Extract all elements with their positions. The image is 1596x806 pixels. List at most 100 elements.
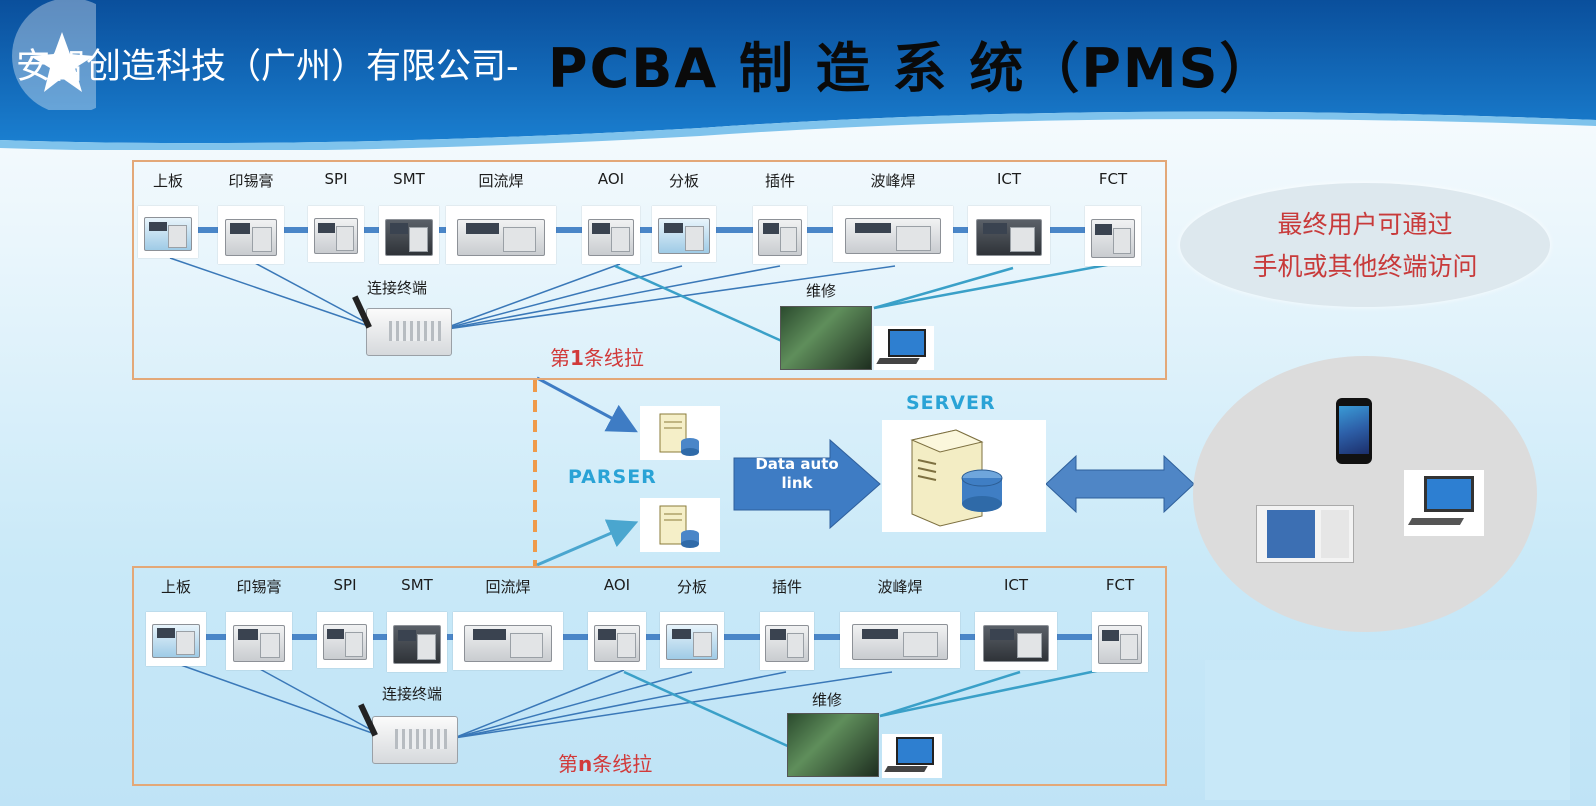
stage-machine bbox=[146, 612, 206, 666]
conveyor-segment bbox=[814, 634, 840, 640]
line1-wiring bbox=[169, 257, 896, 331]
page-title: PCBA 制 造 系 统（PMS） bbox=[548, 37, 1276, 100]
stage-label: 波峰焊 bbox=[870, 172, 916, 190]
conveyor-segment bbox=[206, 634, 226, 640]
stage-machine bbox=[582, 206, 640, 264]
stage-machine bbox=[379, 206, 439, 264]
conveyor-segment bbox=[447, 634, 453, 640]
linen-title: 第n条线拉 bbox=[558, 752, 653, 776]
arrow-linen-to-parser bbox=[536, 519, 639, 567]
server bbox=[882, 420, 1046, 532]
server-label: SERVER bbox=[906, 392, 996, 414]
background-patch bbox=[1205, 660, 1570, 800]
end-user-text-1: 最终用户可通过 bbox=[1277, 210, 1453, 239]
conveyor-segment bbox=[563, 634, 588, 640]
stage-label: ICT bbox=[1003, 576, 1029, 594]
stage-label: 上板 bbox=[160, 578, 192, 596]
line1-gateway-icon bbox=[352, 295, 452, 356]
conveyor-segment bbox=[960, 634, 975, 640]
conveyor-segment bbox=[439, 227, 446, 233]
stage-machine bbox=[660, 612, 724, 668]
stage-machine bbox=[652, 206, 716, 262]
linen-repair-photo bbox=[787, 713, 879, 777]
stage-label: SMT bbox=[401, 576, 433, 594]
stage-label: ICT bbox=[996, 170, 1022, 188]
linen-gateway-icon bbox=[358, 703, 458, 764]
server-icon bbox=[910, 429, 1003, 527]
conveyor-segment bbox=[640, 227, 652, 233]
stage-machine bbox=[833, 206, 953, 262]
stage-label: 分板 bbox=[676, 578, 708, 596]
stage-machine bbox=[138, 206, 198, 258]
stage-machine bbox=[1085, 206, 1141, 266]
banner-background bbox=[0, 0, 1596, 150]
parser-server-2 bbox=[640, 498, 720, 552]
conveyor-segment bbox=[556, 227, 582, 233]
line1-terminal-label: 连接终端 bbox=[367, 279, 428, 297]
production-line-n bbox=[132, 566, 1167, 786]
stage-machine bbox=[760, 612, 814, 670]
conveyor-segment bbox=[807, 227, 833, 233]
stage-machine bbox=[218, 206, 284, 264]
stage-machine bbox=[588, 612, 646, 670]
parser-server-icon bbox=[659, 413, 699, 456]
linen-repair-label: 维修 bbox=[812, 691, 843, 709]
stage-label: 波峰焊 bbox=[877, 578, 923, 596]
stage-label: 回流焊 bbox=[485, 578, 531, 596]
stage-machine bbox=[975, 612, 1057, 670]
conveyor-segment bbox=[716, 227, 753, 233]
stage-machine bbox=[968, 206, 1050, 264]
conveyor-segment bbox=[198, 227, 218, 233]
stage-label: AOI bbox=[597, 170, 625, 188]
conveyor-segment bbox=[1050, 227, 1085, 233]
linen-repair-wiring bbox=[623, 664, 1121, 750]
line1-repair-label: 维修 bbox=[806, 282, 837, 300]
stage-machine bbox=[753, 206, 807, 264]
stage-label: 插件 bbox=[771, 578, 803, 596]
stage-machine bbox=[308, 206, 364, 262]
stage-machine bbox=[446, 206, 556, 264]
line1-title: 第1条线拉 bbox=[550, 346, 644, 370]
parser-server-1 bbox=[640, 406, 720, 460]
end-user-bubble bbox=[1180, 183, 1550, 307]
linen-repair-pc-icon bbox=[882, 734, 942, 778]
stage-label: 印锡膏 bbox=[236, 578, 282, 596]
stage-machine bbox=[1092, 612, 1148, 672]
stage-machine bbox=[453, 612, 563, 670]
production-line-1 bbox=[132, 160, 1167, 380]
conveyor-segment bbox=[646, 634, 660, 640]
linen-terminal-label: 连接终端 bbox=[382, 685, 443, 703]
stage-machine bbox=[226, 612, 292, 670]
line1-repair-wiring bbox=[614, 262, 1113, 344]
conveyor-segment bbox=[953, 227, 968, 233]
line1-repair-pc-icon bbox=[874, 326, 934, 370]
stage-label: 上板 bbox=[152, 172, 184, 190]
conveyor-segment bbox=[364, 227, 379, 233]
stage-label: 回流焊 bbox=[478, 172, 524, 190]
stage-label: AOI bbox=[603, 576, 631, 594]
parser-label: PARSER bbox=[568, 466, 657, 488]
stage-label: 插件 bbox=[764, 172, 796, 190]
star-icon bbox=[12, 0, 96, 110]
conveyor-segment bbox=[1057, 634, 1092, 640]
stage-label: 分板 bbox=[668, 172, 700, 190]
company-name: 安智创造科技（广州）有限公司- bbox=[16, 47, 519, 87]
stage-label: FCT bbox=[1098, 170, 1128, 188]
conveyor-segment bbox=[724, 634, 760, 640]
stage-label: SPI bbox=[333, 576, 357, 594]
stage-label: SPI bbox=[324, 170, 348, 188]
linen-wiring bbox=[177, 663, 893, 739]
conveyor-segment bbox=[373, 634, 387, 640]
stage-machine bbox=[317, 612, 373, 668]
line1-repair-photo bbox=[780, 306, 872, 370]
data-link-arrow bbox=[733, 438, 881, 530]
desktop-icon bbox=[1404, 470, 1484, 536]
stage-label: FCT bbox=[1105, 576, 1135, 594]
tablet-icon bbox=[1256, 505, 1354, 563]
phone-icon bbox=[1336, 398, 1372, 464]
conveyor-segment bbox=[284, 227, 308, 233]
stage-machine bbox=[840, 612, 960, 668]
conveyor-segment bbox=[292, 634, 317, 640]
